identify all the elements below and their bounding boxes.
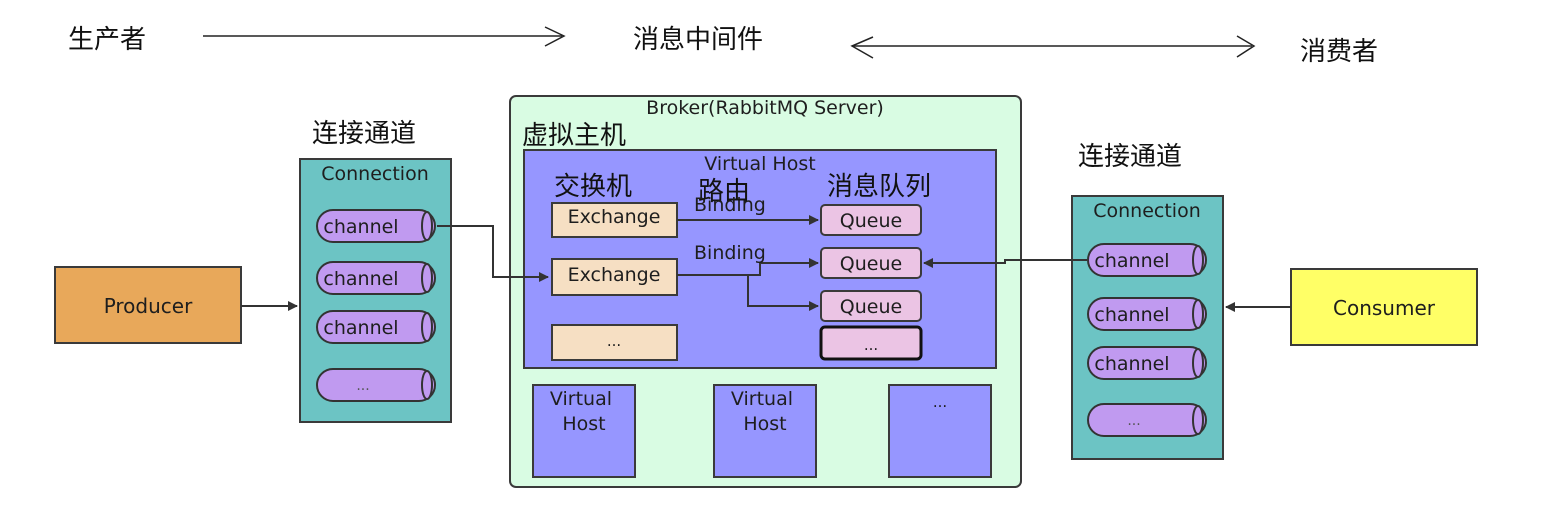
left-channel-body-1 (316, 209, 436, 243)
left-channel-cap-4 (421, 370, 433, 400)
exchange-title-cn: 交换机 (554, 172, 632, 202)
right-connection-title: Connection (1093, 200, 1201, 222)
right-channel-cap-4 (1192, 405, 1204, 435)
virtual-host-box-2 (532, 384, 636, 478)
virtual-host-2-line2: Host (562, 413, 605, 435)
left-channel-body-2 (316, 261, 436, 295)
producer-role-label: 生产者 (68, 25, 146, 55)
virtual-host-2-label: Virtual Host (550, 388, 618, 435)
left-channel-label-3: channel (323, 317, 398, 339)
binding-label-1: Binding (694, 194, 766, 216)
right-channel-body-4 (1087, 403, 1207, 437)
left-channel-3: channel (316, 310, 436, 344)
queue-label-4: ... (864, 336, 878, 354)
virtual-host-4-label: ... (933, 393, 947, 411)
queue-box-1 (820, 204, 922, 236)
left-channel-list: channel channel channel... (316, 209, 436, 402)
exchange-label-2: Exchange (568, 264, 661, 286)
binding-label-2: Binding (694, 242, 766, 264)
virtual-host-3-line2: Host (743, 413, 786, 435)
virtual-host-3-label: Virtual Host (731, 388, 799, 435)
virtual-host-box-3 (713, 384, 817, 478)
routing-title-cn: 路由 (698, 177, 750, 207)
right-channel-body-1 (1087, 243, 1207, 277)
queue-box-3 (820, 290, 922, 322)
broker-title: Broker(RabbitMQ Server) (646, 97, 884, 119)
right-channel-2: channel (1087, 297, 1207, 331)
right-channel-label-2: channel (1094, 304, 1169, 326)
exchange-label-1: Exchange (568, 206, 661, 228)
virtual-host-title: Virtual Host (704, 153, 815, 175)
right-channel-4: ... (1087, 403, 1207, 437)
middleware-label: 消息中间件 (633, 25, 763, 55)
right-channel-label-1: channel (1094, 250, 1169, 272)
exchange-label-3: ... (607, 332, 621, 350)
right-channel-cap-1 (1192, 245, 1204, 275)
left-connection-title: Connection (321, 163, 429, 185)
exchange-box-2 (551, 258, 678, 296)
right-channel-cap-2 (1192, 299, 1204, 329)
right-channel-label-3: channel (1094, 353, 1169, 375)
right-channel-label-4: ... (1127, 413, 1140, 429)
exchange-box-3 (551, 324, 678, 361)
producer-label: Producer (104, 294, 193, 318)
right-channel-body-2 (1087, 297, 1207, 331)
vhost-title-cn: 虚拟主机 (522, 121, 626, 151)
left-channel-4: ... (316, 368, 436, 402)
left-channel-label-1: channel (323, 216, 398, 238)
left-channel-label-2: channel (323, 268, 398, 290)
virtual-host-box-4 (888, 384, 992, 478)
top-arrow-middleware-consumer (850, 35, 1256, 59)
left-channel-cap-1 (421, 211, 433, 241)
right-channel-body-3 (1087, 346, 1207, 380)
left-channel-cap-3 (421, 312, 433, 342)
left-connection-title-cn: 连接通道 (312, 119, 416, 149)
queue-title-cn: 消息队列 (827, 172, 931, 202)
producer-box (54, 266, 242, 344)
right-channel-list: channel channel channel... (1087, 243, 1207, 437)
queue-box-4 (819, 325, 923, 361)
exchange-box-1 (551, 202, 678, 238)
left-channel-body-4 (316, 368, 436, 402)
left-channel-body-3 (316, 310, 436, 344)
right-channel-cap-3 (1192, 348, 1204, 378)
virtual-host-3-line1: Virtual (731, 388, 793, 410)
left-channel-1: channel (316, 209, 436, 243)
right-connection-title-cn: 连接通道 (1078, 142, 1182, 172)
right-channel-1: channel (1087, 243, 1207, 277)
left-channel-label-4: ... (356, 378, 369, 394)
queue-box-2 (820, 247, 922, 279)
channel-to-exchange-arrow (437, 225, 549, 282)
queue-to-consumer-channel-arrow (923, 258, 1087, 268)
queue-label-1: Queue (840, 210, 902, 232)
queue-label-3: Queue (840, 296, 902, 318)
queue-label-2: Queue (840, 253, 902, 275)
consumer-label: Consumer (1333, 296, 1436, 320)
left-channel-2: channel (316, 261, 436, 295)
consumer-box (1290, 268, 1478, 346)
right-channel-3: channel (1087, 346, 1207, 380)
virtual-host-2-line1: Virtual (550, 388, 612, 410)
consumer-role-label: 消费者 (1300, 37, 1378, 67)
binding-arrow-2 (677, 258, 819, 311)
top-arrow-producer-to-middleware (203, 26, 566, 47)
left-channel-cap-2 (421, 263, 433, 293)
